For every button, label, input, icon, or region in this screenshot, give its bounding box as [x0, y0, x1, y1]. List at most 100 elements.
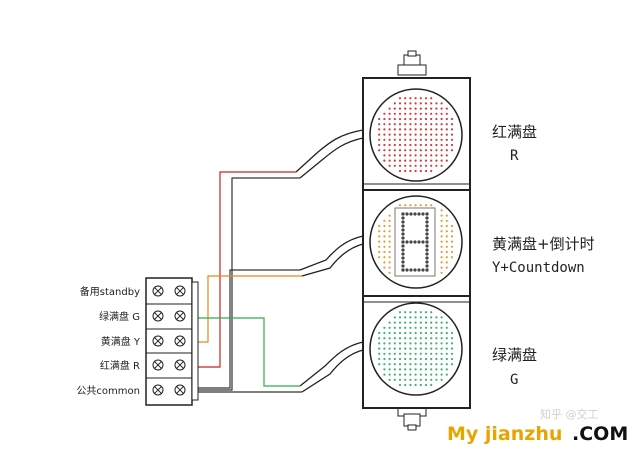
led-dot	[419, 378, 422, 381]
led-dot	[445, 357, 448, 361]
led-dot	[393, 357, 396, 361]
led-dot	[414, 352, 417, 355]
led-dot	[435, 347, 438, 350]
led-dot	[435, 143, 438, 147]
led-dot	[430, 123, 433, 126]
lamp-label-red-cn: 红满盘	[492, 123, 537, 141]
digit-dot	[401, 244, 405, 248]
led-dot	[435, 352, 438, 355]
led-dot	[424, 112, 428, 115]
led-dot	[398, 128, 402, 131]
yellow-lamp-disc	[369, 195, 463, 289]
led-dot	[430, 383, 433, 387]
led-dot	[378, 123, 381, 126]
led-dot	[424, 128, 428, 131]
led-dot	[404, 138, 407, 141]
led-dot	[450, 337, 454, 340]
led-dot	[398, 337, 402, 340]
led-dot	[383, 138, 386, 141]
led-dot	[414, 154, 417, 157]
led-dot	[430, 342, 433, 345]
led-dot	[435, 128, 438, 131]
led-dot	[388, 245, 391, 248]
led-dot	[435, 133, 438, 136]
led-dot	[388, 164, 391, 167]
led-dot	[430, 368, 433, 371]
led-dot	[424, 164, 428, 167]
led-dot	[383, 261, 386, 264]
led-dot	[378, 331, 381, 335]
led-dot	[435, 164, 438, 167]
led-dot	[383, 128, 386, 131]
led-dot	[393, 373, 396, 376]
led-dot	[388, 133, 391, 136]
digit-dot	[417, 212, 421, 216]
led-dot	[393, 316, 396, 319]
led-dot	[388, 224, 391, 228]
led-dot	[378, 363, 381, 366]
led-dot	[424, 378, 428, 381]
led-dot	[440, 342, 443, 345]
led-dot	[383, 363, 386, 366]
digit-dot	[425, 224, 429, 228]
led-dot	[450, 224, 454, 228]
led-dot	[445, 112, 448, 115]
led-dot	[409, 342, 412, 345]
led-dot	[424, 123, 428, 126]
led-dot	[450, 352, 454, 355]
led-dot	[440, 128, 443, 131]
led-dot	[435, 117, 438, 121]
led-dot	[378, 138, 381, 141]
led-dot	[409, 159, 412, 162]
led-dot	[378, 357, 381, 361]
led-dot	[388, 363, 391, 366]
led-dot	[409, 321, 412, 324]
wire-green	[195, 317, 300, 387]
led-dot	[424, 154, 428, 157]
led-dot	[450, 133, 454, 136]
led-dot	[450, 256, 454, 259]
led-dot	[383, 224, 386, 228]
led-dot	[419, 149, 422, 152]
led-dot	[388, 219, 391, 222]
led-dot	[383, 337, 386, 340]
led-dot	[398, 143, 402, 147]
digit-dot	[401, 232, 405, 236]
digit-dot	[425, 244, 429, 248]
led-dot	[404, 357, 407, 361]
led-dot	[440, 316, 443, 319]
led-dot	[414, 107, 417, 110]
digit-dot	[409, 240, 413, 244]
led-dot	[440, 154, 443, 157]
led-dot	[398, 204, 402, 207]
led-dot	[388, 378, 391, 381]
led-dot	[435, 363, 438, 366]
digit-dot	[401, 264, 405, 268]
led-dot	[450, 117, 454, 121]
terminal-screw	[152, 359, 164, 371]
digit-dot	[409, 268, 413, 272]
led-dot	[424, 204, 428, 207]
led-dot	[383, 154, 386, 157]
led-dot	[404, 143, 407, 147]
digit-dot	[425, 248, 429, 252]
led-dot	[440, 347, 443, 350]
led-dot	[445, 138, 448, 141]
led-dot	[414, 117, 417, 121]
led-dot	[414, 97, 417, 100]
digit-dot	[401, 224, 405, 228]
led-dot	[430, 169, 433, 173]
digit-dot	[401, 240, 405, 244]
led-dot	[388, 357, 391, 361]
led-dot	[378, 245, 381, 248]
led-dot	[414, 143, 417, 147]
digit-dot	[405, 212, 409, 216]
led-dot	[398, 112, 402, 115]
digit-dot	[401, 260, 405, 264]
led-dot	[388, 138, 391, 141]
led-dot	[440, 256, 443, 259]
digit-dot	[425, 228, 429, 232]
led-dot	[414, 326, 417, 329]
digit-dot	[425, 260, 429, 264]
digit-dot	[405, 268, 409, 272]
